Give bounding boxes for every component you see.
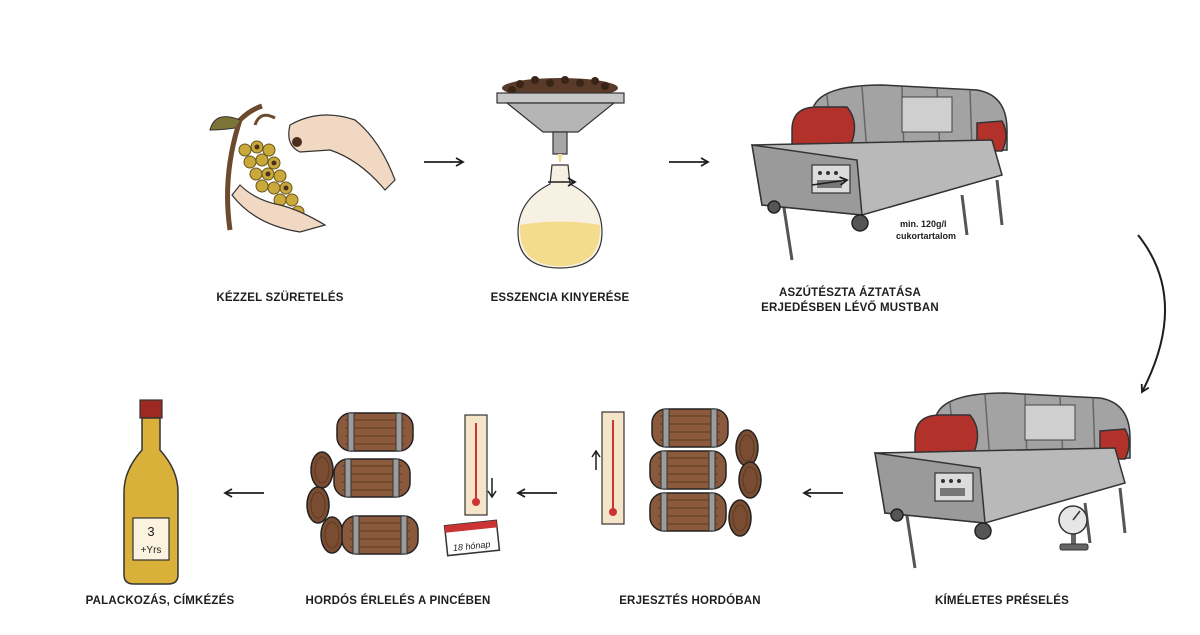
caption-pressing: KÍMÉLETES PRÉSELÉS <box>935 595 1069 607</box>
harvest-illustration <box>209 103 396 233</box>
caption-fermentation: ERJESZTÉS HORDÓBAN <box>619 595 761 607</box>
sugar-note-line2: cukortartalom <box>896 231 956 241</box>
bottle-label-number: 3 <box>147 524 154 539</box>
calendar-text: 18 hónap <box>452 539 490 553</box>
essence-illustration <box>496 76 625 269</box>
sugar-note-line1: min. 120g/l <box>900 219 947 229</box>
caption-maceration-line2: ERJEDÉSBEN LÉVŐ MUSTBAN <box>761 302 939 314</box>
press-illustration-bottom <box>873 391 1132 570</box>
caption-maceration: ASZÚTÉSZTA ÁZTATÁSA ERJEDÉSBEN LÉVŐ MUST… <box>735 286 965 316</box>
bottle-illustration: 3 +Yrs <box>123 399 179 585</box>
calendar-icon: 18 hónap <box>443 519 501 557</box>
bottle-label-years: +Yrs <box>141 545 162 556</box>
arrow-step3-to-step4 <box>1137 234 1166 394</box>
caption-aging: HORDÓS ÉRLELÉS A PINCÉBEN <box>305 595 491 607</box>
caption-bottling: PALACKOZÁS, CÍMKÉZÉS <box>85 595 235 607</box>
aging-illustration <box>306 412 497 555</box>
caption-hand-harvest: KÉZZEL SZÜRETELÉS <box>216 292 344 304</box>
caption-essence: ESSZENCIA KINYERÉSE <box>490 292 630 304</box>
caption-maceration-line1: ASZÚTÉSZTA ÁZTATÁSA <box>779 287 921 299</box>
pressure-gauge-icon <box>1058 505 1089 551</box>
press-illustration-top <box>750 83 1009 262</box>
fermentation-illustration <box>591 408 762 537</box>
